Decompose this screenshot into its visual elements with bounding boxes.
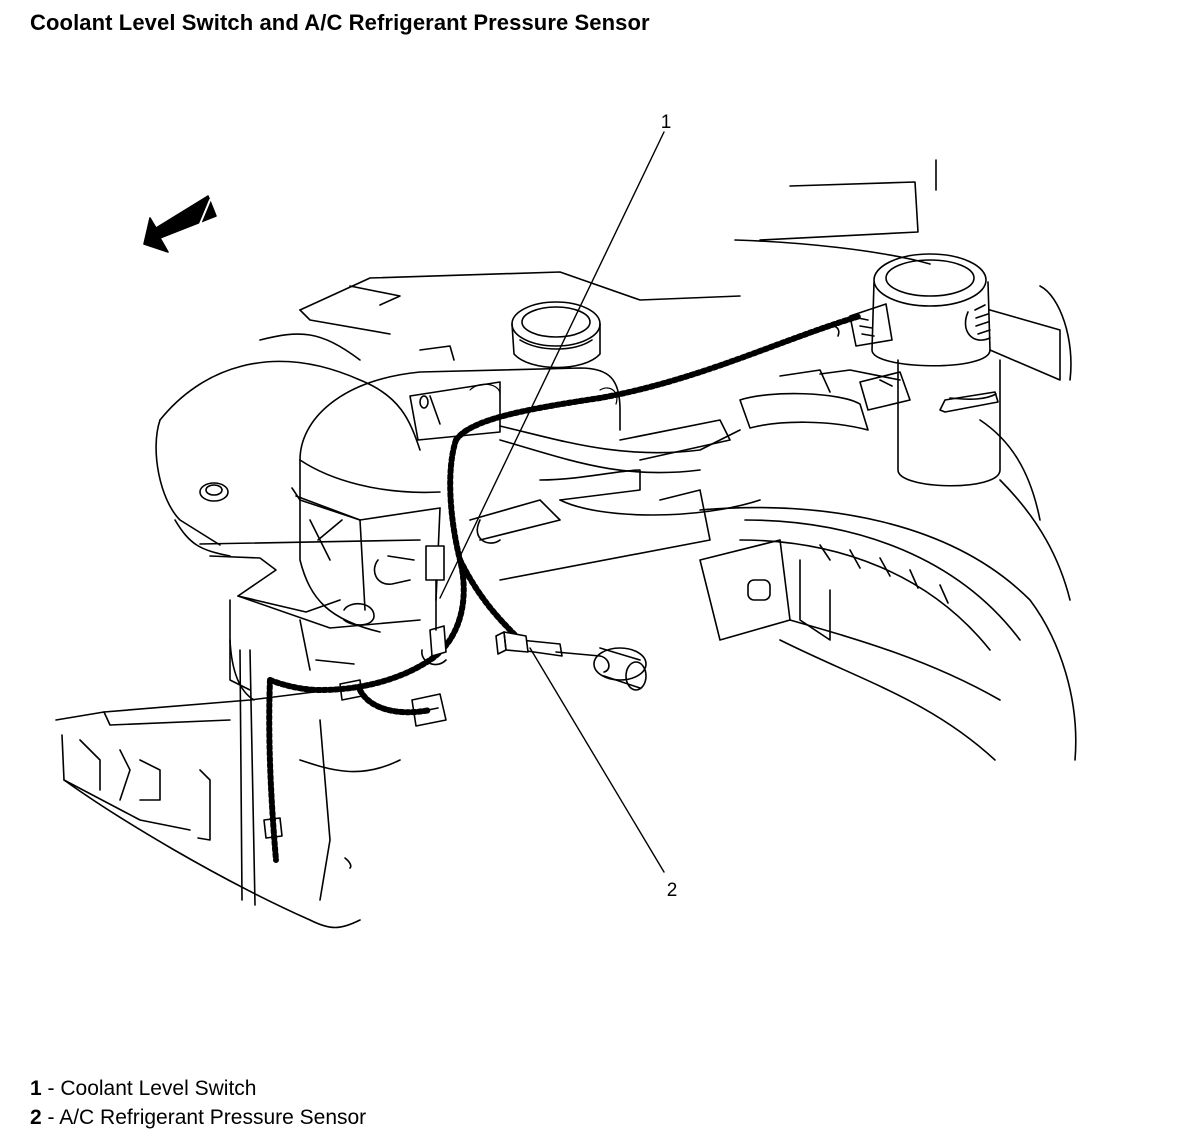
refrigerant-line [499, 425, 761, 691]
legend-separator: - [41, 1077, 61, 1100]
legend-number: 1 [30, 1077, 42, 1100]
legend-text: Coolant Level Switch [60, 1077, 257, 1100]
front-direction-arrow-icon [143, 195, 217, 253]
page-title: Coolant Level Switch and A/C Refrigerant… [30, 10, 650, 35]
legend-number: 2 [30, 1106, 42, 1129]
legend-item: 1 - Coolant Level Switch [30, 1074, 366, 1103]
ac-accumulator [739, 253, 1061, 487]
coolant-reservoir [291, 301, 731, 633]
harness-connectors [263, 679, 447, 839]
callout-leader-1 [439, 131, 665, 599]
callout-label-2: 2 [667, 880, 678, 901]
legend: 1 - Coolant Level Switch 2 - A/C Refrige… [30, 1074, 366, 1132]
callout-label-1: 1 [661, 112, 672, 133]
coolant-level-switch [421, 545, 447, 666]
mounting-plate [199, 482, 421, 701]
callout-leader-2 [529, 647, 665, 873]
wiring-harness [266, 313, 863, 863]
legend-item: 2 - A/C Refrigerant Pressure Sensor [30, 1103, 366, 1132]
engine-compartment-body [55, 159, 1077, 929]
legend-text: A/C Refrigerant Pressure Sensor [59, 1106, 367, 1129]
ac-pressure-sensor [495, 631, 529, 655]
legend-separator: - [41, 1106, 60, 1129]
